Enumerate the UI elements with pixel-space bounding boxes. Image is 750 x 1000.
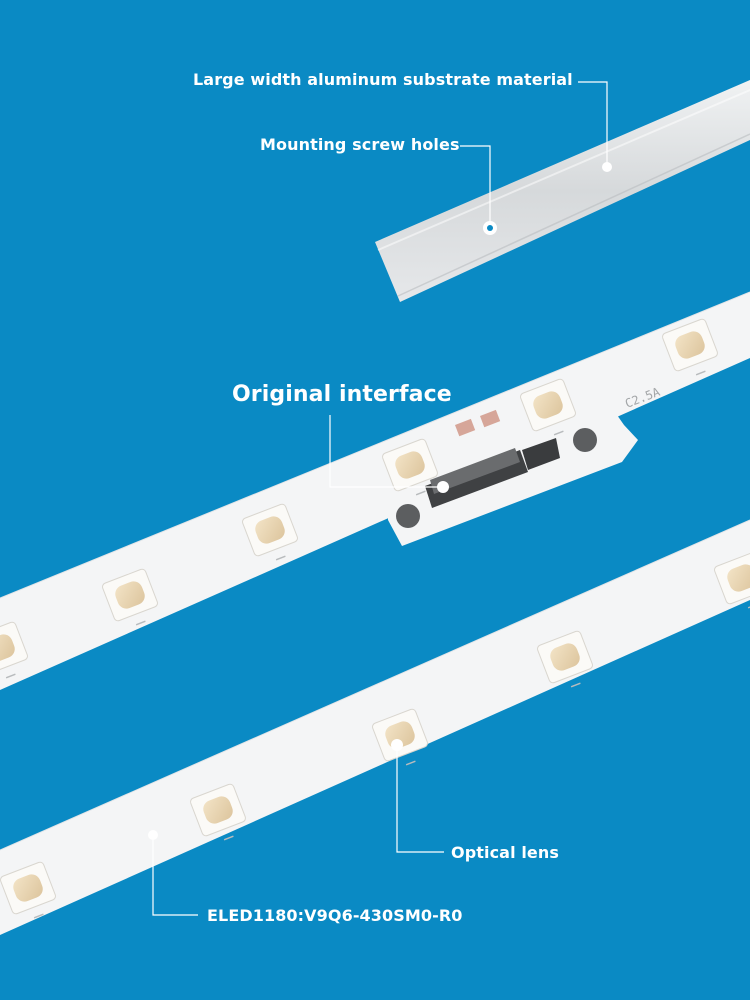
mounting-hole <box>487 225 493 231</box>
label-model-number: ELED1180:V9Q6-430SM0-R0 <box>207 906 463 925</box>
polarity-mark <box>33 913 44 919</box>
led-chip <box>537 630 593 688</box>
connector-latch <box>430 448 520 494</box>
led-phosphor <box>203 796 233 824</box>
polarity-mark <box>275 555 286 561</box>
polarity-mark <box>135 620 146 626</box>
led-chip <box>382 438 438 496</box>
led-phosphor <box>675 331 705 359</box>
label-original-interface: Original interface <box>232 382 452 407</box>
led-phosphor <box>255 516 285 544</box>
polarity-mark <box>5 673 16 679</box>
led-phosphor <box>533 391 563 419</box>
connector-solder-pad-right <box>573 428 597 452</box>
polarity-mark <box>553 430 564 436</box>
label-aluminum-substrate: Large width aluminum substrate material <box>193 70 573 89</box>
aluminum-shadow-edge <box>397 133 750 297</box>
pad <box>479 409 501 428</box>
callout-dot-optical <box>391 739 403 751</box>
led-chip <box>0 621 28 679</box>
callout-line-interface <box>329 415 440 488</box>
led-chip <box>0 861 56 919</box>
led-phosphor <box>0 634 15 662</box>
led-phosphor <box>395 451 425 479</box>
connector <box>396 409 597 528</box>
callout-line-optical <box>396 745 444 853</box>
led-frame <box>0 621 28 675</box>
polarity-mark <box>223 835 234 841</box>
callout-lines <box>152 81 608 916</box>
pad <box>455 418 476 437</box>
callout-dot-interface <box>437 481 449 493</box>
callout-dot-model <box>148 830 158 840</box>
aluminum-substrate <box>375 80 750 302</box>
callout-line-model <box>152 835 198 916</box>
callout-line-aluminum <box>578 81 608 165</box>
aluminum-highlight <box>377 89 750 251</box>
led-phosphor <box>727 564 750 592</box>
polarity-mark <box>570 682 581 688</box>
led-chip <box>662 318 718 376</box>
label-mounting-holes: Mounting screw holes <box>260 135 460 154</box>
aluminum-substrate-face <box>375 80 750 302</box>
led-phosphor <box>13 874 43 902</box>
led-chip <box>520 378 576 436</box>
callout-line-mounting <box>460 145 491 225</box>
polarity-mark <box>415 490 426 496</box>
led-chip <box>190 783 246 841</box>
polarity-mark <box>405 760 416 766</box>
led-chip <box>242 503 298 561</box>
polarity-mark <box>695 370 706 376</box>
led-phosphor <box>550 643 580 671</box>
led-chips <box>0 318 750 919</box>
led-phosphor <box>115 581 145 609</box>
led-chip <box>714 551 750 609</box>
connector-end <box>522 438 560 470</box>
strip-middle-edge <box>0 291 750 599</box>
label-optical-lens: Optical lens <box>451 843 559 862</box>
led-chip <box>102 568 158 626</box>
strip-bottom-edge <box>0 519 750 851</box>
connector-solder-pad-left <box>396 504 420 528</box>
callout-dot-aluminum <box>602 162 612 172</box>
